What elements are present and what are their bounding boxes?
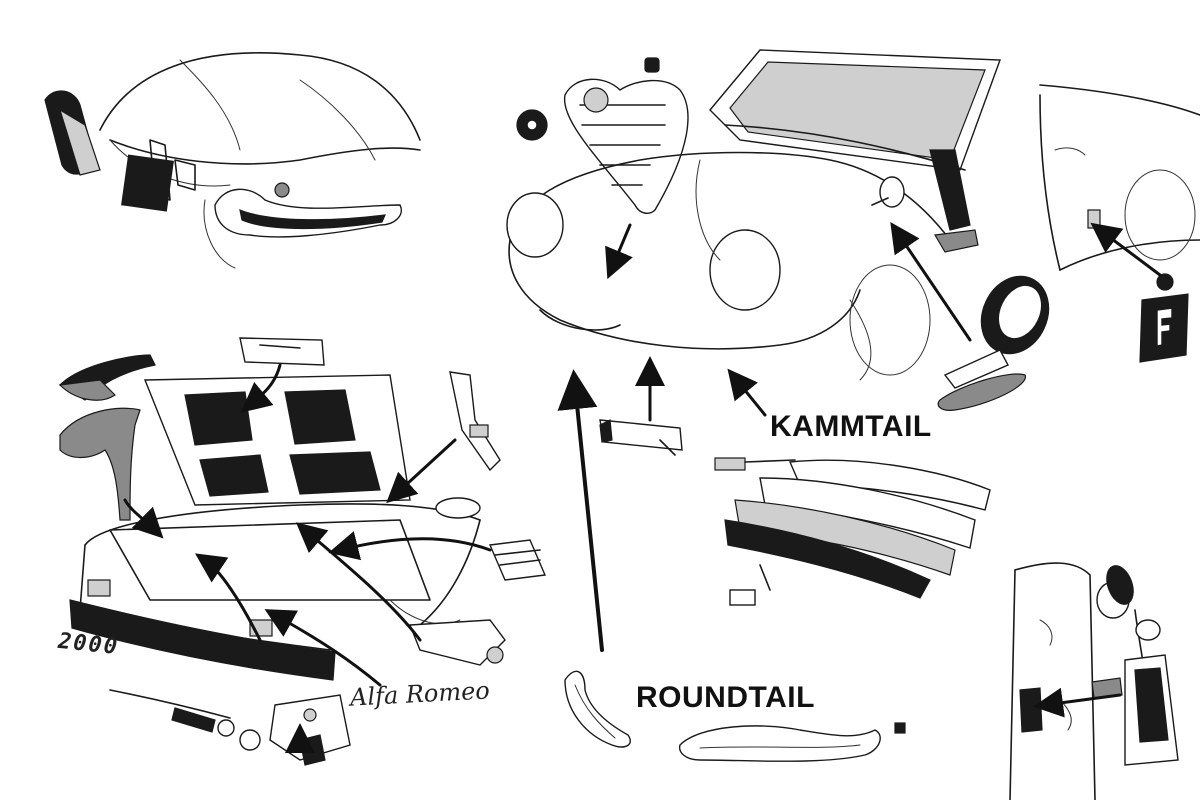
bumper-mount-bracket bbox=[599, 419, 683, 456]
roundtail-bumper-left bbox=[564, 670, 631, 748]
roundtail-bumper-right bbox=[678, 722, 906, 762]
windshield-frame bbox=[709, 49, 1001, 231]
trunk-latch-mechanism bbox=[269, 694, 351, 766]
duetto-body-outline bbox=[506, 151, 951, 381]
kammtail-label: KAMMTAIL bbox=[770, 410, 932, 443]
fuel-cap-small bbox=[871, 176, 905, 208]
door-handle-clip bbox=[934, 229, 979, 253]
door-lock-detail bbox=[1009, 562, 1179, 801]
rear-quarter-outline bbox=[1039, 84, 1200, 271]
rear-bumper bbox=[69, 579, 336, 681]
front-bumper-left-piece bbox=[44, 90, 101, 176]
roundtail-label: ROUNDTAIL bbox=[636, 681, 815, 714]
front-bumper-right-piece bbox=[203, 182, 402, 269]
callout-arrows bbox=[123, 222, 1162, 753]
trunk-lid-open bbox=[143, 374, 411, 506]
fin-tail-piece bbox=[59, 407, 141, 521]
trunk-lock-cable bbox=[109, 689, 261, 751]
side-mirror bbox=[937, 275, 1050, 411]
kammtail-bumper-set bbox=[714, 457, 991, 606]
front-license-plate-bracket bbox=[121, 139, 196, 212]
front-grille-heart bbox=[563, 57, 689, 214]
pininfarina-badge bbox=[1139, 273, 1189, 363]
front-emblem-disc bbox=[516, 109, 548, 141]
trunk-hinge-arm bbox=[449, 371, 501, 472]
trunk-latch-bracket bbox=[488, 539, 547, 581]
trunk-hinge-lower bbox=[408, 619, 506, 666]
trunk-hinge-bracket-top bbox=[239, 337, 325, 366]
spare-wheel-hold-down bbox=[58, 354, 156, 401]
